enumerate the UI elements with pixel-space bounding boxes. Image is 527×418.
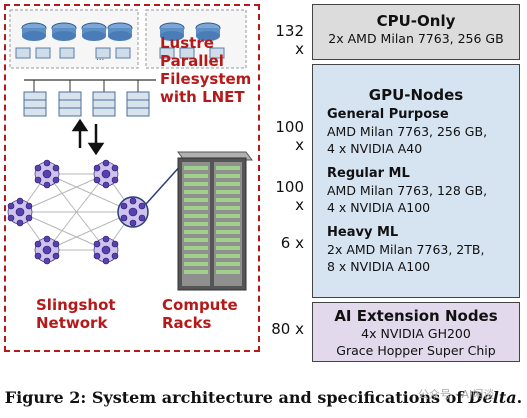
heavy-ml-spec-2: 8 x NVIDIA A100 xyxy=(327,259,431,274)
zoom-connector-line xyxy=(145,163,183,205)
storage-server-icon xyxy=(92,91,116,117)
node-cluster-icon xyxy=(93,235,119,265)
node-cluster-icon xyxy=(34,235,60,265)
network-label: Slingshot Network xyxy=(36,296,116,332)
regular-ml-spec-2: 4 x NVIDIA A100 xyxy=(327,200,431,215)
heavy-ml-spec-1: 2x AMD Milan 7763, 2TB, xyxy=(327,242,485,257)
switch-ellipsis: ... xyxy=(96,52,105,63)
switch-icon xyxy=(159,22,185,41)
gpu-node-box: GPU-Nodes General Purpose AMD Milan 7763… xyxy=(312,64,520,298)
storage-server-icon xyxy=(126,91,150,117)
ai-node-box: AI Extension Nodes 4x NVIDIA GH200 Grace… xyxy=(312,302,520,362)
small-server-icon xyxy=(159,47,175,59)
small-server-icon xyxy=(115,47,131,59)
cpu-node-count: 132 x xyxy=(275,22,304,58)
switch-group-right xyxy=(159,22,221,41)
heavy-ml-title: Heavy ML xyxy=(327,225,399,240)
cpu-node-title: CPU-Only xyxy=(376,12,456,30)
switch-icon xyxy=(107,22,133,41)
small-server-icon xyxy=(59,47,75,59)
general-purpose-title: General Purpose xyxy=(327,107,449,122)
cpu-node-box: CPU-Only 2x AMD Milan 7763, 256 GB xyxy=(312,4,520,60)
ai-node-title: AI Extension Nodes xyxy=(334,307,498,325)
small-server-row xyxy=(15,47,225,59)
small-server-icon xyxy=(209,47,225,59)
watermark-text: 公众号 · AI闲谈 xyxy=(418,388,495,401)
small-server-icon xyxy=(95,47,111,59)
node-cluster-icon xyxy=(7,197,33,227)
switch-icon xyxy=(195,22,221,41)
caption-suffix: . xyxy=(516,388,523,407)
cpu-node-spec: 2x AMD Milan 7763, 256 GB xyxy=(328,31,504,46)
network-topology-lines xyxy=(19,173,134,251)
switch-group-left xyxy=(21,22,133,41)
architecture-panel xyxy=(4,4,260,352)
caption-text: System architecture and specifications o… xyxy=(91,388,464,407)
general-node-count: 100 x xyxy=(275,118,304,154)
switch-icon xyxy=(51,22,77,41)
general-purpose-spec-2: 4 x NVIDIA A40 xyxy=(327,141,423,156)
switch-icon xyxy=(81,22,107,41)
small-server-icon xyxy=(179,47,195,59)
storage-server-icon xyxy=(23,91,47,117)
gpu-group-title: GPU-Nodes xyxy=(368,86,464,104)
switch-icon xyxy=(21,22,47,41)
node-clusters xyxy=(7,159,149,265)
figure-caption: Figure 2: System architecture and specif… xyxy=(0,388,527,407)
small-server-icon xyxy=(15,47,31,59)
regular-ml-node-count: 100 x xyxy=(275,178,304,214)
racks-label: Compute Racks xyxy=(162,296,238,332)
ai-node-spec-1: 4x NVIDIA GH200 xyxy=(361,326,471,341)
compute-rack-icon xyxy=(177,151,253,291)
caption-name: Delta xyxy=(468,388,517,407)
filesystem-network-arrows xyxy=(71,118,105,156)
storage-server-row xyxy=(23,91,150,117)
filesystem-label: Lustre Parallel Filesystem with LNET xyxy=(160,34,252,106)
heavy-ml-node-count: 6 x xyxy=(280,234,304,252)
regular-ml-title: Regular ML xyxy=(327,166,410,181)
general-purpose-spec-1: AMD Milan 7763, 256 GB, xyxy=(327,124,488,139)
architecture-drawing xyxy=(7,9,253,291)
regular-ml-spec-1: AMD Milan 7763, 128 GB, xyxy=(327,183,488,198)
ai-node-spec-2: Grace Hopper Super Chip xyxy=(336,343,496,358)
small-server-icon xyxy=(35,47,51,59)
ai-node-count: 80 x xyxy=(271,320,304,338)
caption-prefix: Figure 2: xyxy=(4,388,87,407)
node-cluster-icon xyxy=(93,159,119,189)
node-cluster-icon xyxy=(34,159,60,189)
storage-server-icon xyxy=(58,91,82,117)
node-cluster-icon xyxy=(117,196,149,228)
